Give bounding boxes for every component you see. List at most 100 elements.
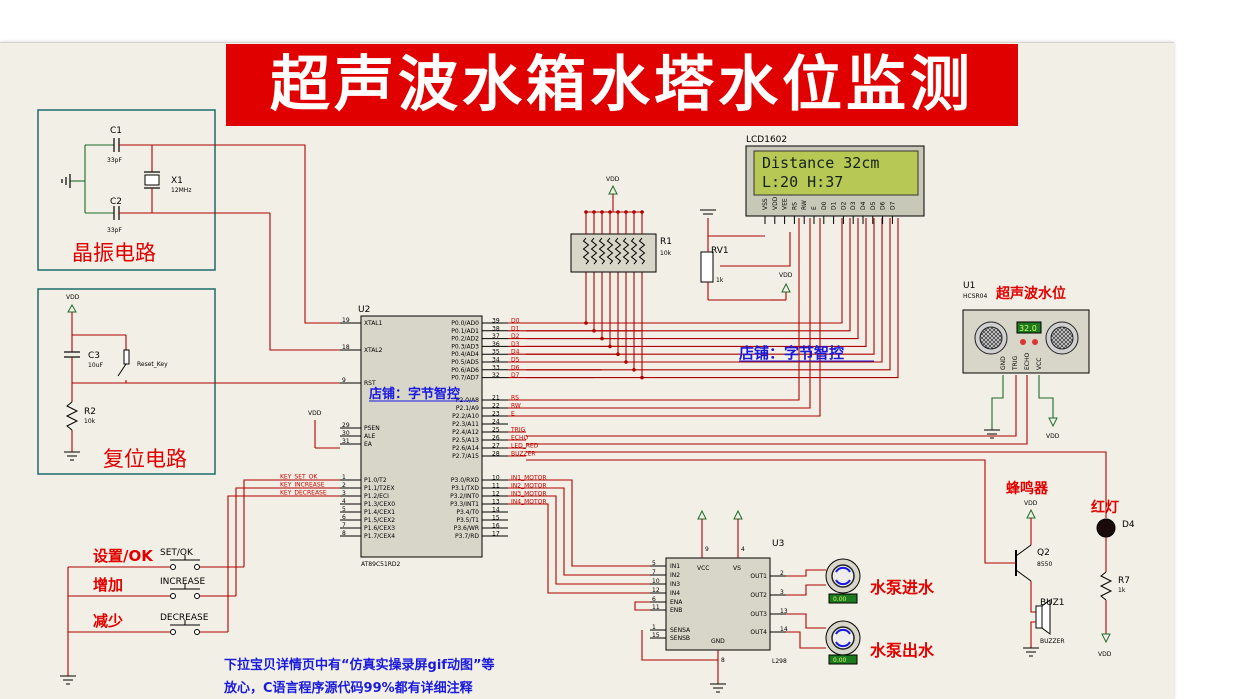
sensor-part: HCSR04 — [963, 293, 987, 300]
mcu-net-label: RW — [511, 403, 521, 410]
lcd-pin-name: D5 — [870, 201, 877, 210]
c2-value: 33pF — [107, 227, 122, 234]
mcu-pin-name: P0.3/AD3 — [451, 343, 479, 350]
reset-key[interactable]: Reset_Key — [117, 335, 168, 383]
mcu-pin-name: ALE — [364, 433, 375, 440]
led-d4: D4 — [1096, 518, 1135, 572]
footer-line-1: 下拉宝贝详情页中有“仿真实操录屏gif动图”等 — [224, 657, 495, 673]
c3-value: 10uF — [88, 362, 103, 369]
mcu-net-label: D0 — [511, 318, 520, 325]
lcd-pin-name: D2 — [840, 201, 847, 210]
sensor-pin-name: TRIG — [1012, 355, 1019, 371]
r1-ref: R1 — [660, 237, 672, 247]
junction-dot — [632, 368, 636, 372]
rpack-resistor — [606, 237, 614, 265]
junction-dot — [600, 336, 604, 341]
mcu-vdd-icon: VDD — [308, 410, 340, 449]
mcu-pin-name: P0.7/AD7 — [451, 375, 479, 382]
driver-pin-number: 4 — [741, 546, 745, 553]
button-contact — [194, 593, 200, 599]
mcu-pin-number: 18 — [342, 344, 350, 351]
buz1-part: BUZZER — [1040, 638, 1065, 645]
mcu-pin-name: P1.2/ECI — [364, 493, 389, 500]
mcu-pin-name: XTAL1 — [364, 320, 383, 327]
mcu-net-label: IN4_MOTOR — [511, 499, 547, 506]
mcu-pin-number: 30 — [342, 430, 350, 437]
pump-out-motor: 0.00 水泵出水 — [786, 613, 935, 665]
mcu-pin-number: 35 — [492, 349, 500, 356]
mcu-pin-number: 8 — [342, 530, 346, 537]
mcu-pin-name: P2.7/A15 — [452, 453, 479, 460]
capacitor-c3: C3 10uF — [64, 335, 103, 383]
q2-ref: Q2 — [1037, 548, 1050, 558]
junction-dot — [640, 375, 644, 380]
mcu-pin-number: 28 — [492, 451, 500, 458]
data-bus-wire — [526, 218, 891, 371]
lcd-pin-name: RS — [791, 202, 798, 210]
potentiometer-rv1: RV1 1k VDD — [700, 209, 793, 301]
driver-pin-number: 7 — [652, 569, 656, 576]
buzzer-buz1: BUZ1 BUZZER — [1023, 581, 1065, 657]
driver-pin-name: SENSB — [670, 635, 690, 642]
key-net-label: KEY_INCREASE — [280, 482, 325, 489]
mcu-pin-number: 37 — [492, 333, 500, 340]
mcu-pin-name: RST — [364, 380, 376, 387]
junction-dot — [624, 360, 628, 364]
mcu-pin-name: PSEN — [364, 425, 380, 432]
mcu-pin-name: P3.5/T1 — [456, 517, 479, 524]
mcu-pin-name: P0.6/AD6 — [451, 367, 479, 374]
driver-pin-number: 2 — [780, 570, 784, 577]
mcu-pin-number: 6 — [342, 514, 346, 521]
mcu-pin-name: P2.1/A9 — [456, 405, 479, 412]
mcu-pin-number: 33 — [492, 364, 500, 371]
lcd-screen — [753, 150, 919, 196]
driver-pin-number: 3 — [780, 589, 784, 596]
driver-pin-name: IN2 — [670, 572, 680, 579]
lcd-pin-name: RW — [801, 200, 808, 210]
mcu-part: AT89C51RD2 — [361, 561, 401, 568]
mcu-pin-name: EA — [364, 441, 373, 448]
mcu-pin-name: P3.1/TXD — [451, 485, 479, 492]
svg-text:VDD: VDD — [1046, 433, 1060, 440]
mcu-pin-name: P3.3/INT1 — [450, 501, 479, 508]
control-wire — [526, 218, 800, 401]
driver-pin-number: 5 — [652, 560, 656, 567]
button-contact — [194, 564, 200, 570]
junction-dot — [592, 210, 596, 214]
driver-pin-number: 11 — [652, 604, 660, 611]
lcd-pin-name: D7 — [889, 201, 896, 210]
mcu-pin-name: P2.4/A12 — [452, 429, 479, 436]
driver-pin-name: OUT2 — [750, 592, 767, 599]
data-bus-wire — [526, 218, 899, 379]
mcu-pin-name: P0.0/AD0 — [451, 320, 479, 327]
junction-dot — [584, 210, 588, 214]
rv1-ref: RV1 — [711, 246, 729, 256]
data-bus-wire — [526, 218, 883, 363]
lcd-pin-name: VSS — [762, 198, 769, 210]
key-net-label: KEY_SET_OK — [280, 474, 318, 481]
mcu-ref: U2 — [358, 305, 370, 315]
resistor-pack-r1: VDD R1 10k — [570, 176, 672, 273]
resistor-r7: R7 1k VDD — [1098, 571, 1130, 658]
d4-ref: D4 — [1122, 520, 1135, 530]
pump-in-motor: 0.00 水泵进水 — [786, 558, 935, 604]
mcu-pin-number: 22 — [492, 403, 500, 410]
mcu-net-label: D6 — [511, 364, 520, 371]
mcu-pin-number: 12 — [492, 491, 500, 498]
lcd-pin-name: E — [811, 206, 818, 210]
mcu-pin-number: 14 — [492, 507, 500, 514]
mcu-pin-number: 36 — [492, 341, 500, 348]
rpack-resistor — [582, 237, 590, 265]
reset-ground-icon — [64, 451, 80, 461]
mcu-pin-number: 17 — [492, 531, 500, 538]
r2-ref: R2 — [84, 407, 96, 417]
mcu-net-label: D5 — [511, 357, 520, 364]
led-caption: 红灯 — [1091, 499, 1119, 516]
capacitor-c1: C1 33pF — [85, 126, 220, 164]
